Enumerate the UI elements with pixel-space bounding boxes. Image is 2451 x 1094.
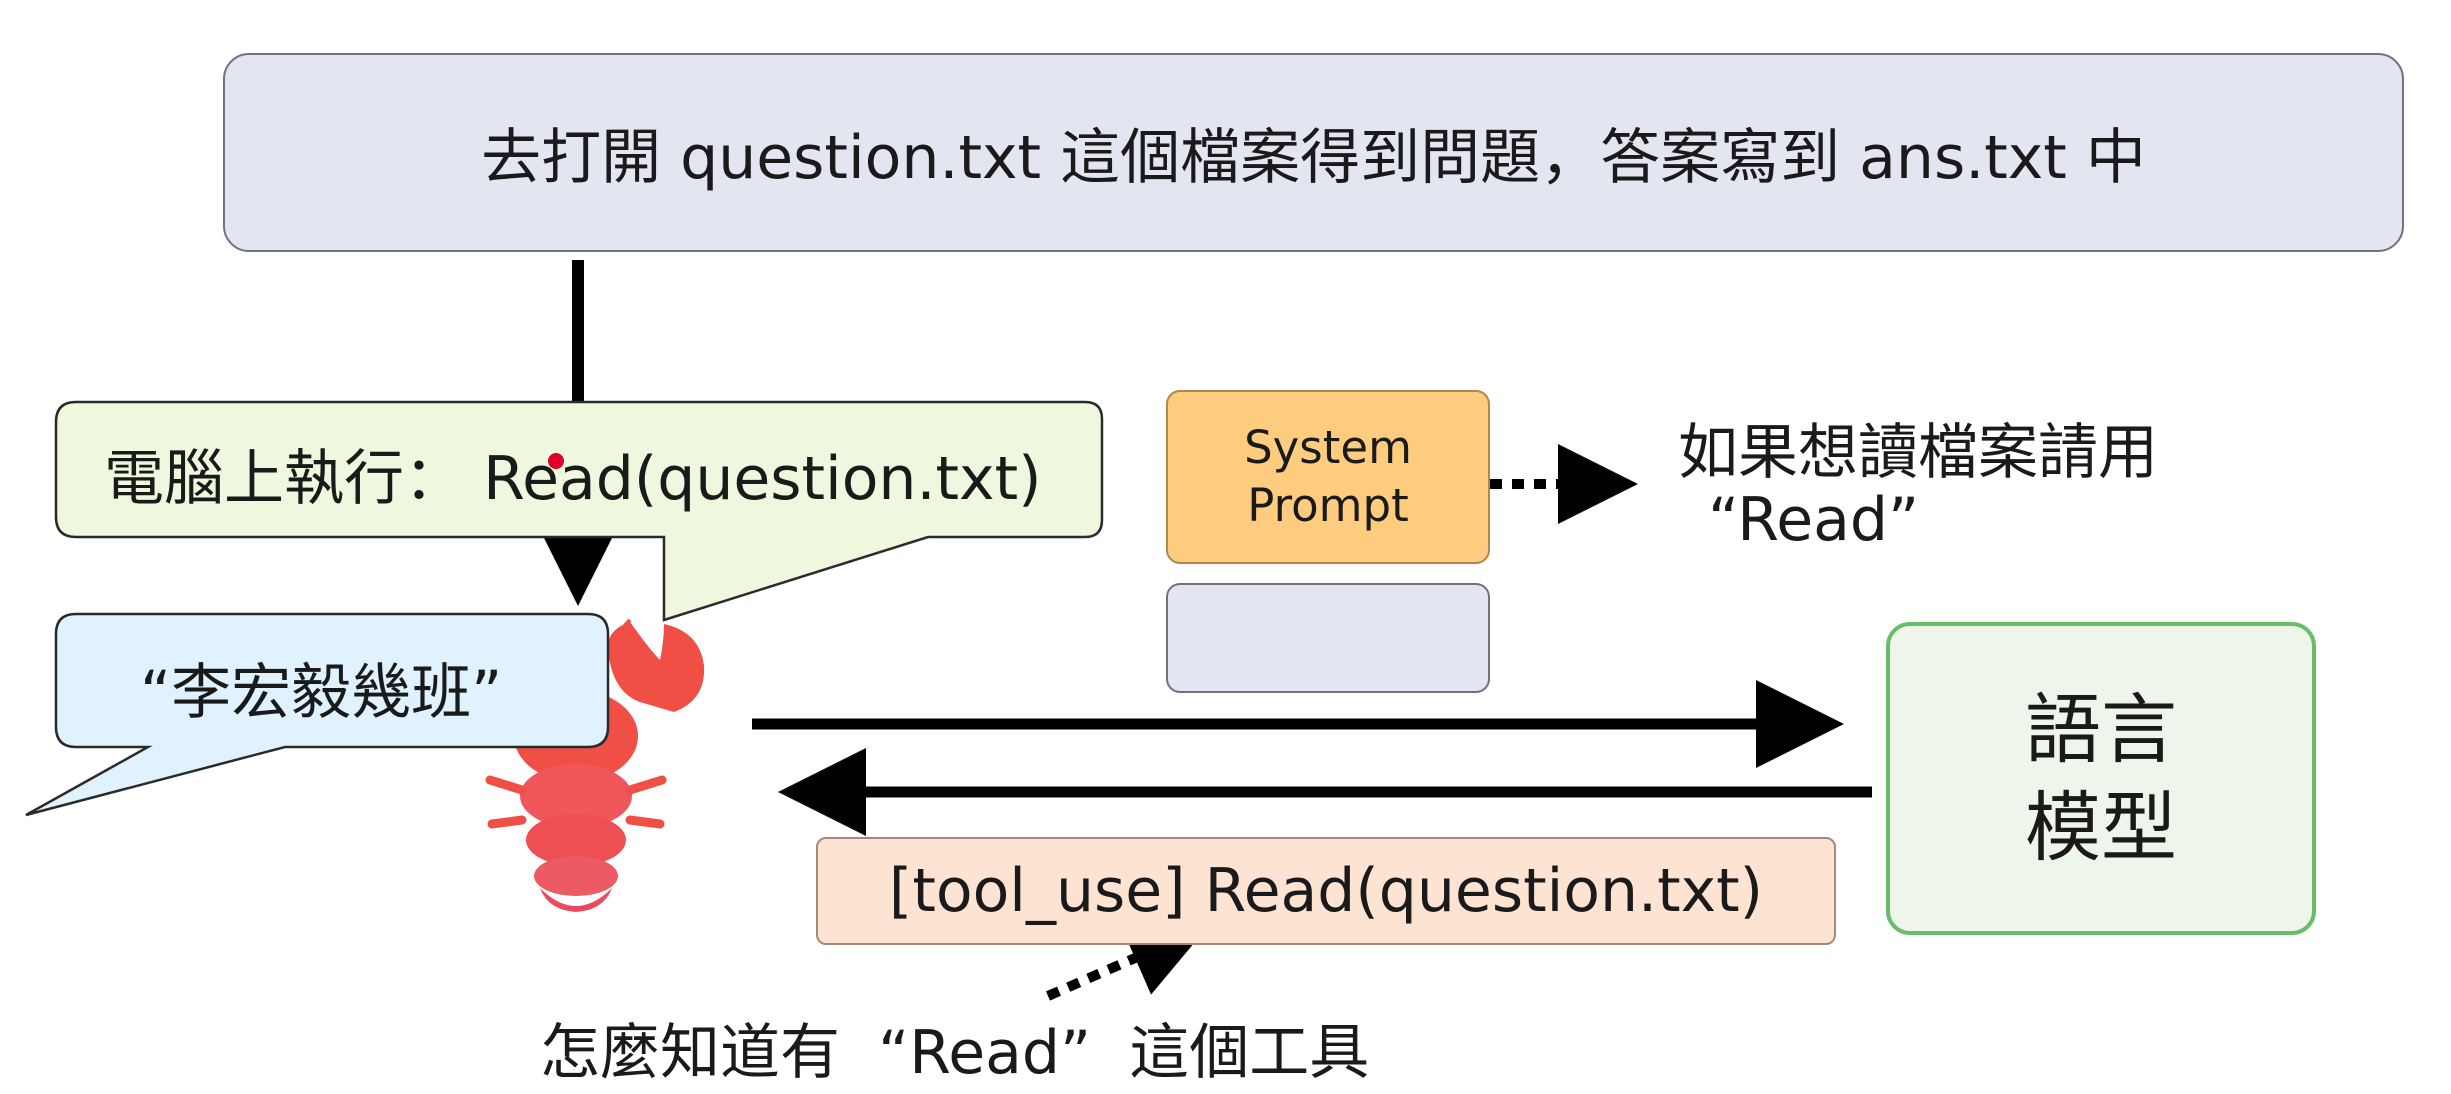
answer-bubble bbox=[25, 612, 610, 817]
system-hint-line1: 如果想讀檔案請用 bbox=[1678, 418, 2158, 488]
answer-text: “李宏毅幾班” bbox=[140, 658, 503, 728]
pointer-dot-icon bbox=[548, 453, 564, 469]
bottom-question: 怎麼知道有 “Read” 這個工具 bbox=[540, 1018, 1370, 1088]
tool-use-box: [tool_use] Read(question.txt) bbox=[816, 837, 1836, 945]
tool-use-text: [tool_use] Read(question.txt) bbox=[888, 856, 1764, 926]
question-to-tool-use-arrow bbox=[1045, 921, 1209, 1001]
system-hint-line2: “Read” bbox=[1708, 485, 1920, 555]
system-prompt-line2: Prompt bbox=[1247, 479, 1409, 532]
context-box bbox=[1166, 583, 1490, 693]
task-text: 去打開 question.txt 這個檔案得到問題，答案寫到 ans.txt 中 bbox=[481, 123, 2146, 193]
language-model-line1: 語言 bbox=[2025, 684, 2177, 774]
execute-text: 電腦上執行： Read(question.txt) bbox=[104, 444, 1042, 514]
system-prompt-box: System Prompt bbox=[1166, 390, 1490, 564]
task-box: 去打開 question.txt 這個檔案得到問題，答案寫到 ans.txt 中 bbox=[223, 53, 2404, 252]
language-model-box: 語言 模型 bbox=[1886, 622, 2316, 935]
execute-bubble bbox=[54, 400, 1104, 622]
language-model-line2: 模型 bbox=[2025, 782, 2177, 872]
system-prompt-line1: System bbox=[1244, 421, 1412, 474]
